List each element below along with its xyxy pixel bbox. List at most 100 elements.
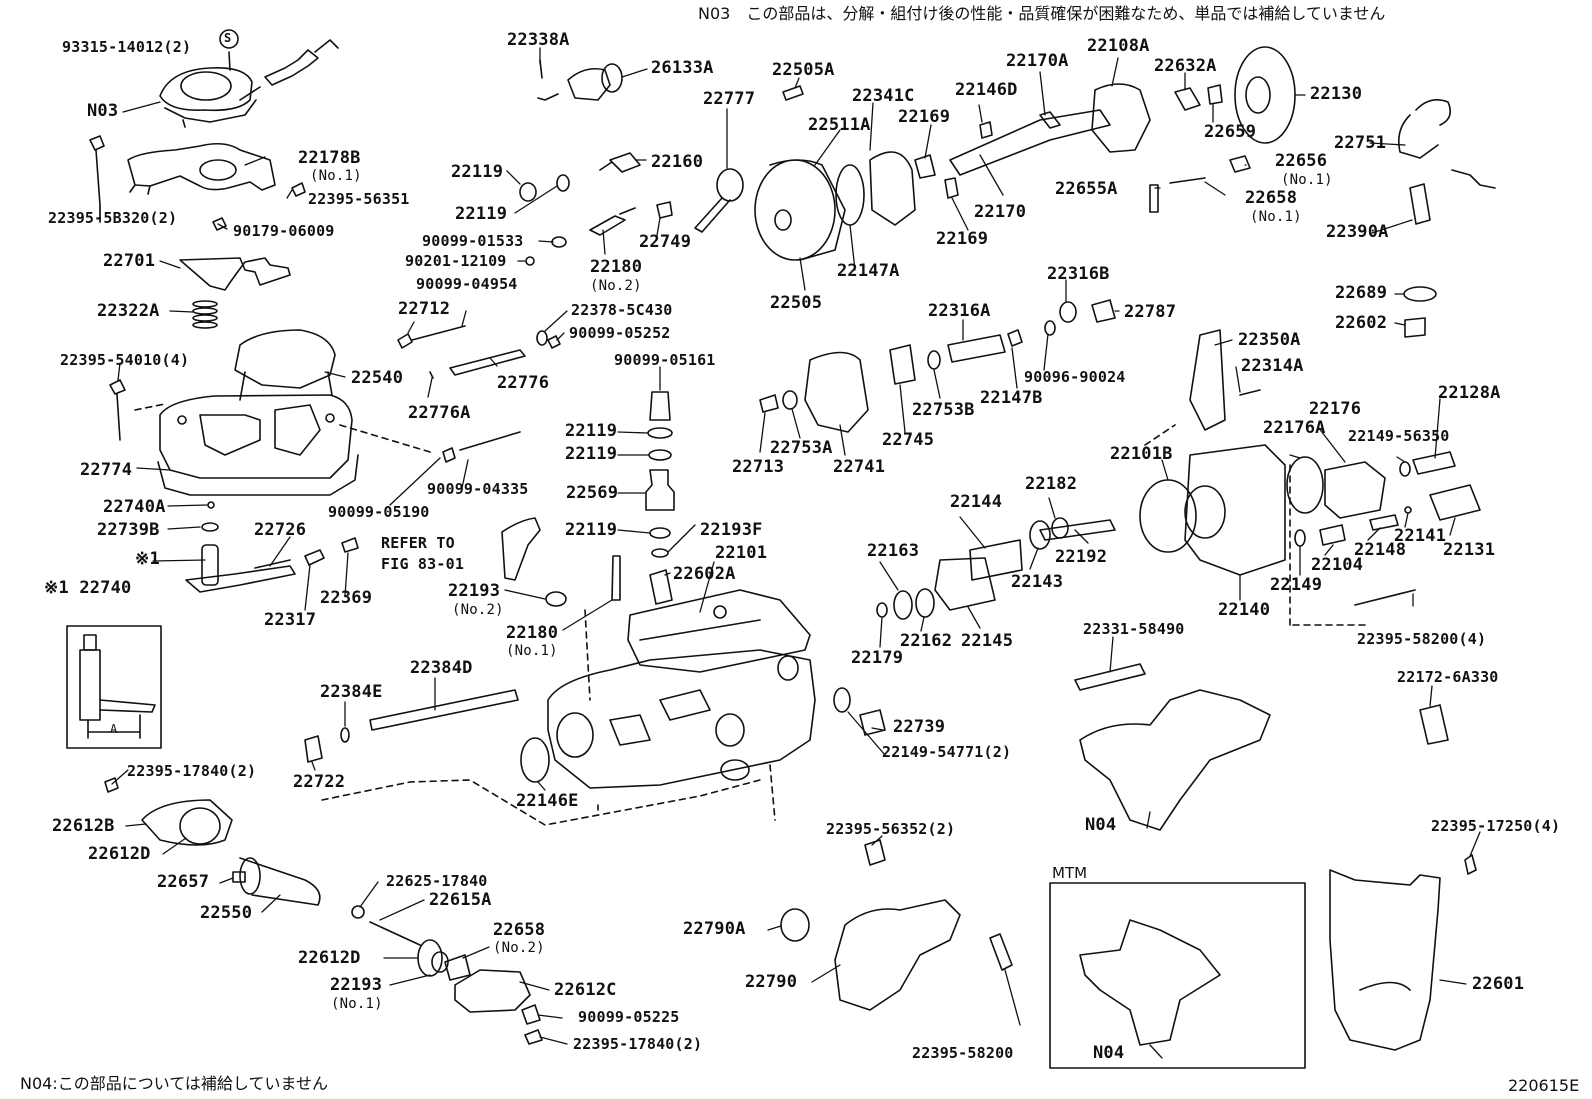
label-22146e: 22146E [516, 791, 579, 811]
governor-cover-22540-drawing [157, 329, 359, 496]
ring-22193f-drawing [651, 548, 669, 558]
label-22602a: 22602A [673, 564, 736, 584]
label-22384e: 22384E [320, 682, 383, 702]
label-22656-sub: (No.1) [1281, 172, 1333, 188]
label-90179-06009: 90179-06009 [233, 222, 335, 240]
nut-05225-drawing [521, 1004, 541, 1025]
label-n04-a: N04 [1085, 815, 1117, 835]
label-22712: 22712 [398, 299, 451, 319]
washer-22119-a-drawing [519, 182, 537, 202]
label-22140: 22140 [1218, 600, 1271, 620]
label-22656: 22656 [1275, 151, 1328, 171]
label-22170: 22170 [974, 202, 1027, 222]
sensor-26133a-drawing [537, 59, 623, 101]
label-22143: 22143 [1011, 572, 1064, 592]
label-22331-58490: 22331-58490 [1083, 620, 1185, 638]
label-22314a: 22314A [1241, 356, 1304, 376]
label-22322a: 22322A [97, 301, 160, 321]
label-90096-90024: 90096-90024 [1024, 368, 1126, 386]
linkage-n04-a-drawing [1079, 689, 1271, 831]
spring-22148-drawing [1369, 514, 1399, 531]
bolt-22505a-drawing [782, 85, 804, 101]
label-22774: 22774 [80, 460, 133, 480]
label-22395-58200: 22395-58200 [912, 1044, 1014, 1062]
cap-22751-drawing [1397, 99, 1451, 159]
ring-22193-1-drawing [431, 951, 449, 973]
key-22146d-drawing [979, 121, 993, 139]
label-22751: 22751 [1334, 133, 1387, 153]
ring-22612d-b-drawing [417, 939, 443, 977]
label-s-mark: S [224, 31, 232, 45]
bracket-slot-drawing [1359, 981, 1411, 991]
label-22658-no2-sub: (No.2) [493, 940, 545, 956]
shaft-22170-drawing [949, 109, 1111, 176]
label-22741: 22741 [833, 457, 886, 477]
nut-05161-drawing [649, 391, 671, 421]
bolts-05190-04335-drawing [442, 431, 521, 463]
bolt-17840-b-drawing [524, 1029, 543, 1045]
block-22713-drawing [759, 394, 779, 413]
label-93315-14012: 93315-14012(2) [62, 38, 192, 56]
valve-22104-drawing [1319, 524, 1346, 546]
plug-22722-drawing [304, 735, 323, 763]
label-22790a: 22790A [683, 919, 746, 939]
label-22739: 22739 [893, 717, 946, 737]
label-22395-56351: 22395-56351 [308, 190, 410, 208]
label-mtm: MTM [1052, 864, 1088, 882]
label-22505a: 22505A [772, 60, 835, 80]
spring-22659-drawing [1207, 84, 1223, 105]
label-22130: 22130 [1310, 84, 1363, 104]
label-22390a: 22390A [1326, 222, 1389, 242]
label-22540: 22540 [351, 368, 404, 388]
label-22180-no2: 22180 [590, 257, 643, 277]
filter-22602a-drawing [649, 569, 673, 605]
label-22658-no1-sub: (No.1) [1250, 209, 1302, 225]
ring-22119-d-drawing [648, 449, 672, 461]
spring-22658-2-drawing [444, 954, 471, 981]
bolt-22712-drawing [397, 325, 466, 349]
ring-22119-e-drawing [649, 527, 671, 539]
label-22172-6a330: 22172-6A330 [1397, 668, 1499, 686]
bolt-58200-4-drawing [1354, 589, 1416, 606]
label-22316b: 22316B [1047, 264, 1110, 284]
ring-22119-c-drawing [647, 427, 673, 439]
dashed-leader-lower [321, 779, 761, 826]
label-22180-no1: 22180 [506, 623, 559, 643]
head-22140-drawing [1184, 444, 1286, 576]
spring-22144-drawing [969, 539, 1023, 581]
valve-22612c-drawing [454, 969, 531, 1013]
label-22119-b: 22119 [455, 204, 508, 224]
label-22787: 22787 [1124, 302, 1177, 322]
label-22713: 22713 [732, 457, 785, 477]
ring-22163-drawing [893, 590, 913, 620]
label-22749: 22749 [639, 232, 692, 252]
label-90201-12109: 90201-12109 [405, 252, 507, 270]
label-90099-04335: 90099-04335 [427, 480, 529, 498]
label-22193-no2: 22193 [448, 581, 501, 601]
label-22160: 22160 [651, 152, 704, 172]
label-22193-no1-sub: (No.1) [331, 996, 383, 1012]
ring-22384e-drawing [340, 727, 350, 743]
connector-refer-drawing [501, 517, 541, 581]
cover-n03-drawing [159, 29, 339, 128]
label-22739b: 22739B [97, 520, 160, 540]
label-90099-05190: 90099-05190 [328, 503, 430, 521]
label-22131: 22131 [1443, 540, 1496, 560]
valve-22180-1-drawing [611, 555, 621, 601]
valve-22790-drawing [834, 899, 961, 1011]
inset-22740-drawing [66, 625, 162, 749]
label-22193-no2-sub: (No.2) [452, 602, 504, 618]
pulley-hub-drawing [1245, 76, 1271, 114]
nut-90179-drawing [212, 217, 227, 231]
linkage-n04-b-drawing [1079, 919, 1221, 1046]
washer-54771-drawing [833, 687, 851, 713]
bolt-22128a-drawing [1412, 451, 1456, 475]
plate-22145-drawing [934, 557, 996, 611]
pump-body-22101-drawing [547, 589, 816, 789]
label-mark1: ※1 [135, 549, 160, 569]
label-90099-01533: 90099-01533 [422, 232, 524, 250]
key-22170a-drawing [1039, 111, 1061, 129]
label-22145: 22145 [961, 631, 1014, 651]
gear-22632a-drawing [1174, 87, 1201, 111]
label-22119-c: 22119 [565, 421, 618, 441]
